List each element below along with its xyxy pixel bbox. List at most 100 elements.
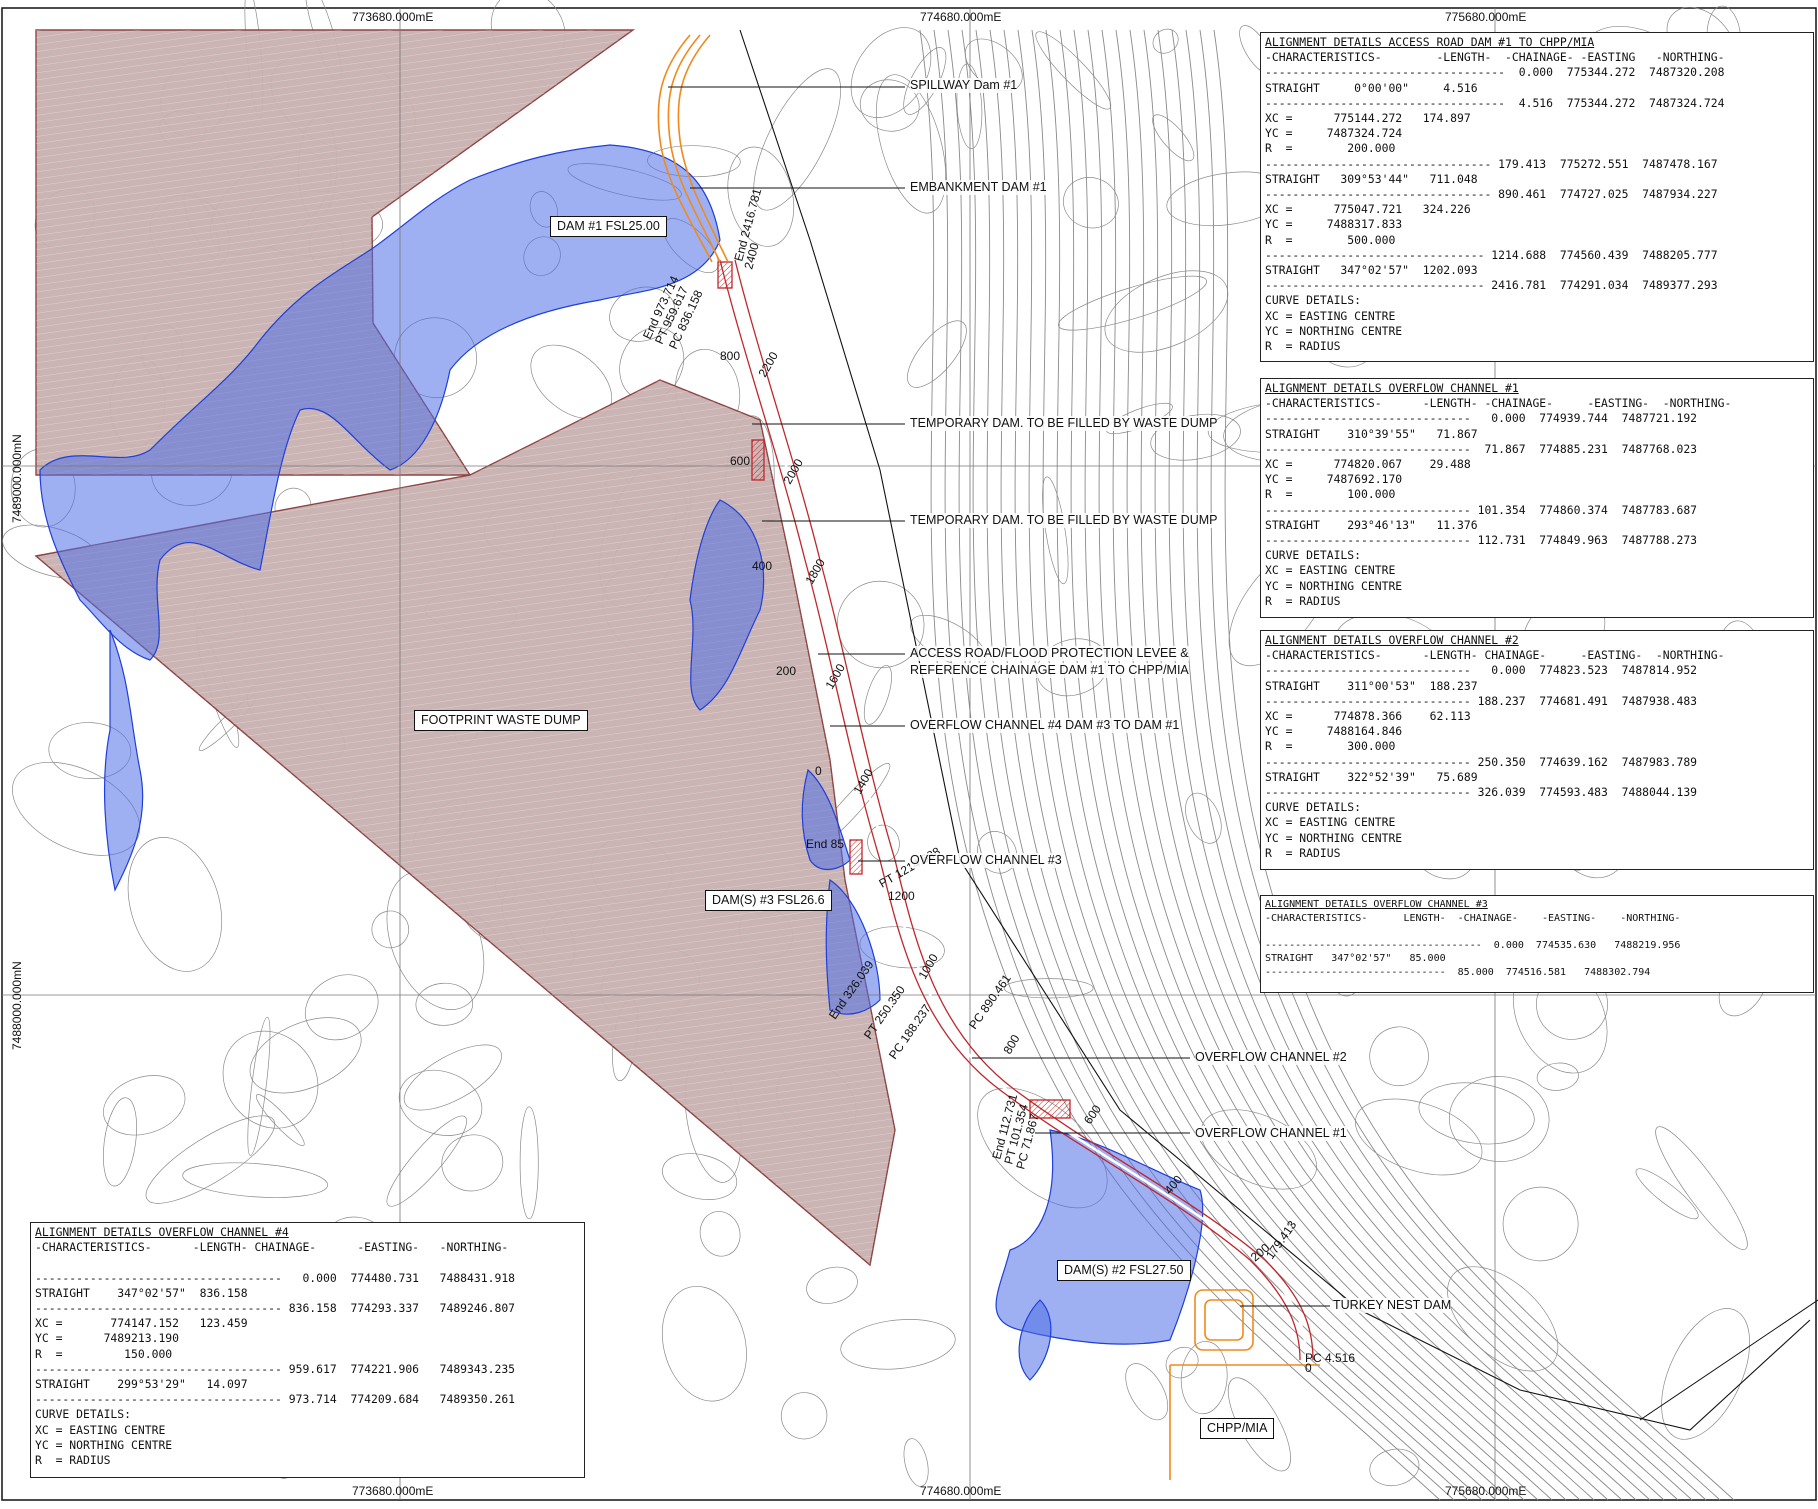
contour-line: [103, 1097, 137, 1187]
contour-line: [145, 1115, 276, 1204]
table-row: YC = 7488317.833: [1265, 217, 1403, 232]
contour-line: [956, 63, 983, 149]
waste-dump-label: FOOTPRINT WASTE DUMP: [414, 710, 588, 731]
table-row: STRAIGHT 0°00'00" 4.516: [1265, 80, 1478, 95]
contour-line: [1057, 275, 1208, 331]
contour-line: [780, 1392, 828, 1440]
table-row: [35, 1255, 581, 1270]
contour-line: [1063, 177, 1119, 229]
table-row: ------------------------------ 112.731 7…: [1265, 533, 1698, 548]
contour-line: [1180, 1341, 1228, 1415]
contour-line: [1125, 1363, 1169, 1421]
contour-ridge-line: [1143, 29, 1665, 1501]
table-overflow-4: ALIGNMENT DETAILS OVERFLOW CHANNEL #4 -C…: [30, 1222, 585, 1478]
contour-ridge-line: [1017, 29, 1539, 1501]
contour-line: [1165, 1346, 1199, 1379]
contour-line: [371, 910, 410, 949]
table-row: -------------------------------- 2416.78…: [1265, 278, 1718, 293]
callout-embankment: EMBANKMENT DAM #1: [910, 180, 1047, 195]
contour-line: [222, 1030, 319, 1129]
contour-line: [1369, 1026, 1429, 1087]
table-row: XC = EASTING CENTRE: [1265, 308, 1396, 323]
table-row: R = 500.000: [1265, 232, 1396, 247]
callout-overflow-1: OVERFLOW CHANNEL #1: [1195, 1126, 1347, 1141]
table-row: YC = NORTHING CENTRE: [1265, 830, 1403, 845]
callout-temp-dam-1: TEMPORARY DAM. TO BE FILLED BY WASTE DUM…: [910, 416, 1218, 431]
callout-leaders: [668, 86, 1818, 1421]
table-row: --------------------------------- 890.46…: [1265, 187, 1718, 202]
table-row: ----------------------------------- 4.51…: [1265, 95, 1725, 110]
contour-line: [907, 320, 967, 388]
table-row: R = RADIUS: [35, 1453, 111, 1468]
table-overflow-3: ALIGNMENT DETAILS OVERFLOW CHANNEL #3 -C…: [1260, 895, 1814, 993]
contour-line: [806, 1266, 858, 1304]
callout-access-road-1: ACCESS ROAD/FLOOD PROTECTION LEVEE &: [910, 646, 1189, 661]
table-row: XC = 774878.366 62.113: [1265, 709, 1471, 724]
table-row: STRAIGHT 309°53'44" 711.048: [1265, 171, 1478, 186]
access-road-levee: [717, 259, 1314, 1361]
table-row: [1265, 925, 1810, 939]
table-row: XC = EASTING CENTRE: [1265, 815, 1396, 830]
contour-line: [863, 665, 892, 725]
callout-turkey-nest: TURKEY NEST DAM: [1333, 1298, 1452, 1313]
contour-ridge-line: [1101, 29, 1623, 1501]
table-row: -CHARACTERISTICS- LENGTH- -CHAINAGE- -EA…: [1265, 912, 1681, 924]
table-row: YC = NORTHING CENTRE: [1265, 578, 1403, 593]
table-row: CURVE DETAILS:: [1265, 293, 1362, 308]
pc-4516: PC 4.516: [1305, 1351, 1355, 1365]
contour-line: [1200, 1109, 1317, 1190]
table-row: ------------------------------ 71.867 77…: [1265, 441, 1698, 456]
grid-label-top-2: 774680.000mE: [920, 10, 1002, 24]
table-row: STRAIGHT 310°39'55" 71.867: [1265, 426, 1478, 441]
table-row: ------------------------------------ 973…: [35, 1392, 516, 1407]
contour-line: [859, 79, 920, 132]
ch4-800: 800: [720, 349, 740, 363]
contour-line: [1355, 1098, 1483, 1176]
contour-line: [127, 836, 223, 972]
grid-label-left-2: 7488000.000mN: [10, 961, 24, 1050]
callout-access-road-2: REFERENCE CHAINAGE DAM #1 TO CHPP/MIA: [910, 663, 1189, 678]
dam1-label: DAM #1 FSL25.00: [550, 216, 667, 237]
grid-label-left-1: 7489000.000mN: [10, 434, 24, 523]
table-row: -------------------------------- 1214.68…: [1265, 247, 1718, 262]
contour-line: [1185, 792, 1222, 844]
table-row: CURVE DETAILS:: [1265, 548, 1362, 563]
table-row: ------------------------------------ 0.0…: [35, 1270, 516, 1285]
chpp-mia-label: CHPP/MIA: [1200, 1418, 1275, 1439]
contour-line: [1661, 1308, 1750, 1440]
table-row: R = 300.000: [1265, 739, 1396, 754]
grid-label-bottom-3: 775680.000mE: [1445, 1484, 1527, 1498]
contour-line: [876, 74, 946, 214]
callout-overflow-2: OVERFLOW CHANNEL #2: [1195, 1050, 1347, 1065]
table-row: R = 200.000: [1265, 141, 1396, 156]
contour-ridge-line: [1045, 29, 1567, 1501]
ch4-600: 600: [730, 454, 750, 468]
table-row: YC = NORTHING CENTRE: [1265, 323, 1403, 338]
grid-label-top-3: 775680.000mE: [1445, 10, 1527, 24]
table-row: STRAIGHT 347°02'57" 836.158: [35, 1285, 248, 1300]
contour-line: [699, 1211, 741, 1257]
table-row: STRAIGHT 311°00'53" 188.237: [1265, 678, 1478, 693]
dam2-label: DAM(S) #2 FSL27.50: [1057, 1260, 1191, 1281]
table-row: XC = EASTING CENTRE: [35, 1422, 166, 1437]
table-row: -CHARACTERISTICS- -LENGTH- -CHAINAGE- -E…: [1265, 50, 1725, 65]
callout-overflow-4: OVERFLOW CHANNEL #4 DAM #3 TO DAM #1: [910, 718, 1180, 733]
grid-label-top-1: 773680.000mE: [352, 10, 434, 24]
grid-label-bottom-1: 773680.000mE: [352, 1484, 434, 1498]
contour-line: [1536, 1062, 1579, 1091]
table-row: STRAIGHT 347°02'57" 85.000: [1265, 953, 1446, 964]
table-row: -CHARACTERISTICS- -LENGTH- -CHAINAGE- -E…: [1265, 396, 1732, 411]
contour-line: [1150, 413, 1241, 461]
contour-line: [519, 1106, 539, 1220]
table-row: -CHARACTERISTICS- -LENGTH- CHAINAGE- -EA…: [35, 1240, 509, 1255]
end-85: End 85: [806, 837, 844, 851]
table-row: CURVE DETAILS:: [35, 1407, 132, 1422]
contour-line: [386, 1115, 467, 1207]
chainage-0: 0: [1305, 1361, 1312, 1375]
contour-ridge-line: [1059, 29, 1581, 1501]
table-row: YC = 7487692.170: [1265, 472, 1403, 487]
contour-line: [103, 1075, 186, 1136]
contour-line: [247, 1016, 271, 1156]
table-row: ------------------------------------ 959…: [35, 1361, 516, 1376]
contour-line: [182, 1162, 329, 1198]
